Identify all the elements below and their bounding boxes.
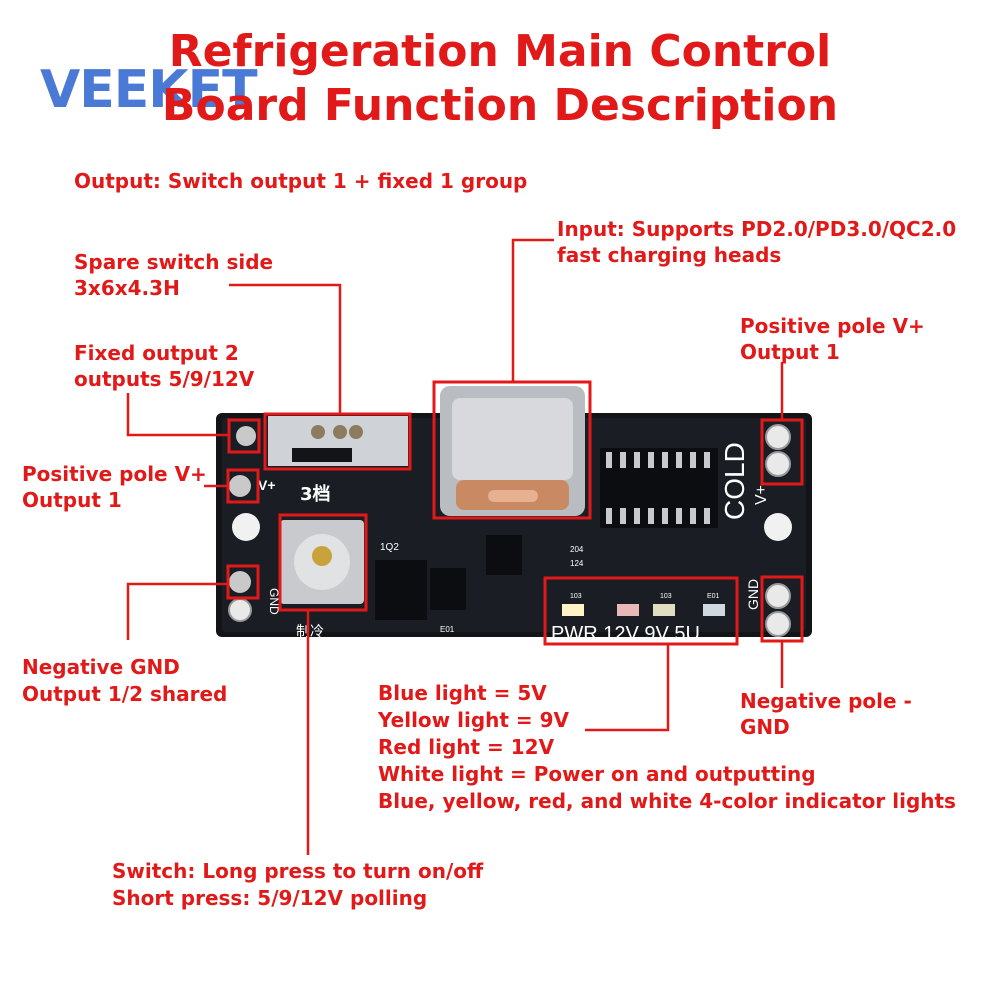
callout-box-neg-left (226, 564, 260, 600)
led-red (617, 604, 639, 616)
silk-right-v: V+ (753, 485, 770, 505)
silk-r3: E01 (707, 593, 720, 600)
negative-left-label-line-2: Output 1/2 shared (22, 682, 228, 706)
pad-negative-right (765, 583, 791, 609)
silk-left-gnd: GND (267, 588, 281, 615)
page-title-line-1: Refrigeration Main Control (168, 26, 832, 77)
negative-right-label-line-2: GND (740, 715, 790, 739)
switch-label-line-1: Switch: Long press to turn on/off (112, 859, 484, 883)
silk-switch: 制冷 (296, 624, 324, 640)
led-label-line-2: Yellow light = 9V (378, 708, 570, 732)
input-label-line-1: Input: Supports PD2.0/PD3.0/QC2.0 (557, 217, 957, 241)
silk-right-gnd: GND (745, 579, 761, 610)
spare-switch-label-line-1: Spare switch side (74, 250, 274, 274)
page-title-line-2: Board Function Description (161, 80, 839, 131)
led-yellow (653, 604, 675, 616)
negative-left-label-line-1: Negative GND (22, 655, 180, 679)
fixed-output-label-line-1: Fixed output 2 (74, 341, 239, 365)
led-label-line-5: Blue, yellow, red, and white 4-color ind… (378, 789, 956, 813)
silk-gear: 3档 (300, 483, 331, 505)
leader-input (511, 238, 554, 382)
led-label-line-4: White light = Power on and outputting (378, 762, 816, 786)
silk-q1: 1Q2 (380, 542, 399, 553)
fixed-output-label-line-2: outputs 5/9/12V (74, 367, 255, 391)
output-summary-label: Output: Switch output 1 + fixed 1 group (74, 169, 528, 193)
silk-chip2: 124 (570, 559, 584, 568)
ic-chip (600, 448, 718, 528)
switch-label-line-2: Short press: 5/9/12V polling (112, 886, 428, 910)
leader-leds (585, 644, 670, 732)
silk-chip1: 204 (570, 545, 584, 554)
negative-right-label-line-1: Negative pole - (740, 689, 912, 713)
leader-spare (229, 283, 342, 414)
silk-cold: COLD (719, 442, 750, 520)
positive-left-label-line-1: Positive pole V+ (22, 462, 207, 486)
silk-left-v: V+ (258, 477, 276, 493)
positive-right-label-line-2: Output 1 (740, 340, 840, 364)
led-label-line-1: Blue light = 5V (378, 681, 547, 705)
leader-neg-left (126, 582, 228, 640)
pad-positive-right (765, 424, 791, 450)
led-white (562, 604, 584, 616)
callout-box-switch (278, 513, 368, 612)
positive-right-label-line-1: Positive pole V+ (740, 314, 925, 338)
mount-hole (764, 513, 792, 541)
led-label-line-3: Red light = 12V (378, 735, 555, 759)
pad-negative-left (229, 571, 251, 593)
input-label-line-2: fast charging heads (557, 243, 782, 267)
silk-led-labels: PWR 12V 9V 5U (551, 623, 700, 645)
callout-box-spare (263, 412, 412, 471)
pad-fixed-output (236, 426, 256, 446)
mosfet-chip (375, 560, 427, 620)
spare-switch-label-line-2: 3x6x4.3H (74, 276, 180, 300)
led-blue (703, 604, 725, 616)
callout-box-leds (543, 576, 739, 646)
silk-e01: E01 (440, 625, 455, 634)
brand-logo: VEEKET (40, 60, 258, 120)
silk-r1: 103 (570, 593, 582, 600)
pad-positive-left (229, 475, 251, 497)
silk-r2: 103 (660, 593, 672, 600)
leader-fixed (126, 393, 229, 437)
positive-left-label-line-2: Output 1 (22, 488, 122, 512)
